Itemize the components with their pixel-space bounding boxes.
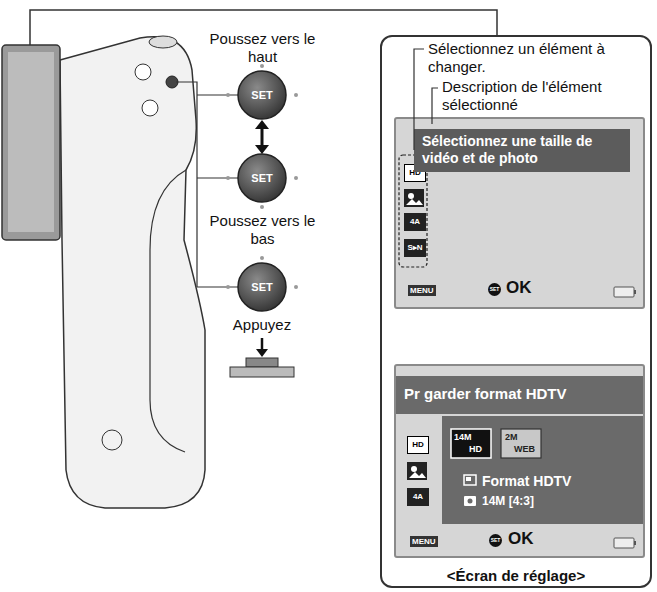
drawing-circle: [468, 499, 473, 504]
callout-text: Poussez vers le bas: [200, 212, 325, 248]
drawing-circle: [260, 205, 264, 209]
header-band: Pr garder format HDTV: [396, 376, 643, 414]
drawing-line: [261, 128, 264, 146]
screen-text: 14M [4:3]: [482, 494, 534, 509]
drawing-circle: [238, 154, 286, 202]
drawing-rect: [466, 477, 471, 481]
screen-text: SET: [488, 283, 501, 296]
callout-text: Appuyez: [212, 316, 312, 334]
button-label: SET: [247, 172, 277, 184]
screen-text: S▸N: [404, 239, 426, 257]
screen-text: SET: [489, 534, 502, 547]
drawing-circle: [226, 176, 230, 180]
camera-body: [60, 37, 205, 508]
drawing-circle: [226, 93, 230, 97]
screen-text: 14M: [454, 432, 472, 442]
drawing-circle: [238, 263, 286, 311]
screen-text: 4A: [404, 213, 426, 231]
drawing-circle: [411, 466, 417, 472]
drawing-rect: [634, 290, 636, 294]
drawing-polygon: [255, 120, 269, 129]
drawing-rect: [407, 462, 427, 480]
drawing-rect: [404, 189, 424, 207]
screen-text: MENU: [410, 536, 438, 547]
drawing-rect: [501, 429, 541, 458]
button-label: SET: [247, 89, 277, 101]
camera-top-knob: [149, 36, 177, 48]
option-popup: 14M HD 2M WEB Format HDTV 14M [4:3]: [442, 416, 643, 524]
screen-icons: [442, 416, 643, 524]
drawing-rect: [464, 475, 476, 485]
screen-text: WEB: [514, 444, 535, 454]
box-text: Pr garder format HDTV: [404, 385, 635, 403]
drawing-circle: [408, 193, 414, 199]
drawing-rect: [246, 358, 278, 367]
drawing-circle: [294, 285, 298, 289]
drawing-rect: [614, 538, 634, 548]
screen-text: 4A: [407, 488, 429, 506]
screen-text: <Écran de réglage>: [382, 567, 650, 584]
set-button: [226, 256, 298, 311]
box-text: Sélectionnez une taille de vidéo et de p…: [422, 133, 622, 167]
screen-text: OK: [506, 278, 532, 298]
camera-button: [135, 64, 151, 80]
set-button: [226, 154, 298, 209]
lcd-screen: HD 4A MENU SET OK Pr garder format HDTV 14M HD 2…: [394, 364, 645, 558]
callout-text: Description de l'élément sélectionné: [442, 78, 642, 114]
screen-text: HD: [407, 436, 429, 454]
camera-button: [142, 100, 158, 116]
leader-line: [414, 49, 424, 150]
camera-grip: [150, 170, 186, 452]
screen-text: 2M: [505, 432, 518, 442]
drawing-circle: [238, 71, 286, 119]
drawing-circle: [226, 285, 230, 289]
drawing-path: [409, 472, 426, 478]
drawing-circle: [294, 176, 298, 180]
drawing-polygon: [255, 145, 269, 154]
camera-detail: [102, 430, 122, 450]
drawing-path: [406, 199, 423, 205]
drawing-circle: [294, 93, 298, 97]
camera-lcd-glass: [8, 52, 54, 232]
leader-bracket: [176, 82, 238, 287]
callout-text: Poussez vers le haut: [200, 30, 325, 66]
button-label: SET: [247, 281, 277, 293]
settings-panel: <Écran de réglage> HD 4A S▸N MENU SET OK Sélect…: [380, 35, 652, 588]
screen-text: MENU: [408, 285, 436, 296]
drawing-rect: [464, 496, 476, 506]
drawing-rect: [634, 541, 636, 545]
press-symbol: [230, 338, 294, 377]
screen-text: OK: [508, 529, 534, 549]
drawing-rect: [451, 429, 491, 458]
drawing-circle: [260, 256, 264, 260]
camera-lcd: [2, 45, 60, 240]
drawing-rect: [614, 287, 634, 297]
screen-text: Format HDTV: [482, 473, 571, 490]
screen-text: HD: [469, 444, 482, 454]
description-box: Sélectionnez une taille de vidéo et de p…: [414, 129, 630, 172]
drawing-rect: [230, 367, 294, 377]
push-arrows: [255, 120, 269, 154]
leader-line: [432, 88, 438, 124]
set-button: [226, 64, 298, 119]
drawing-polygon: [256, 349, 268, 357]
callout-text: Sélectionnez un élément à changer.: [428, 40, 643, 76]
lcd-screen: HD4AS▸NMENUSETOKSélectionnez une taille …: [394, 117, 645, 309]
